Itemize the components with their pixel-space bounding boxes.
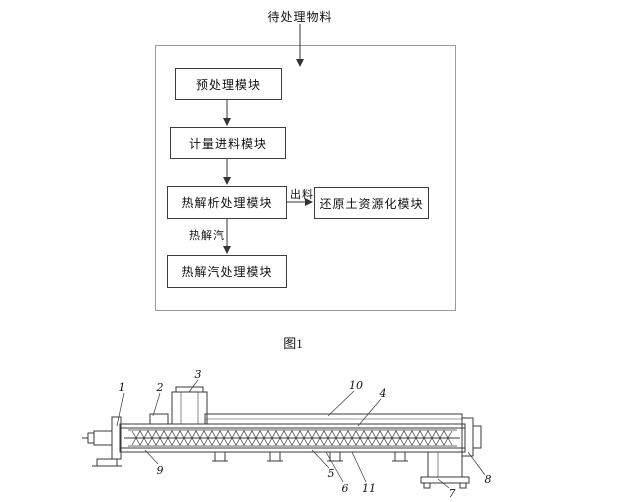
right-discharge-assembly — [420, 417, 482, 489]
screw-auger — [124, 429, 460, 447]
part-label-9: 9 — [157, 464, 164, 477]
part-numbers: 1 2 3 10 4 9 5 6 11 7 8 — [119, 368, 492, 500]
flowchart-outer-frame — [155, 45, 456, 311]
arrow-label-discharge: 出料 — [290, 189, 314, 201]
flowchart-input-label: 待处理物料 — [267, 10, 333, 24]
left-drive-assembly — [82, 416, 122, 467]
figure1-caption: 图1 — [283, 336, 303, 351]
part-label-1: 1 — [119, 381, 126, 394]
machine-body-shell — [119, 413, 466, 453]
machine-drawing — [82, 379, 486, 489]
part-label-10: 10 — [349, 379, 363, 392]
arrow-label-pyrolysis-vapor: 热解汽 — [189, 230, 225, 242]
part-label-7: 7 — [449, 487, 456, 500]
part-label-11: 11 — [362, 482, 376, 495]
part-label-2: 2 — [156, 381, 164, 394]
flowchart-box-pretreatment: 预处理模块 — [175, 68, 282, 100]
support-feet — [212, 451, 408, 462]
flowchart-box-soil-recycling: 还原土资源化模块 — [314, 187, 429, 219]
flowchart-arrows — [223, 24, 313, 254]
part-label-6: 6 — [342, 482, 349, 495]
flowchart-box-metering-feed: 计量进料模块 — [170, 127, 286, 159]
flowchart-box-vapor-treatment: 热解汽处理模块 — [167, 255, 287, 288]
feed-hopper — [171, 386, 208, 425]
part-label-3: 3 — [195, 368, 202, 381]
flowchart-box-pyrolysis: 热解析处理模块 — [167, 186, 287, 219]
leader-lines — [116, 379, 486, 489]
part-label-4: 4 — [379, 387, 387, 400]
part-label-5: 5 — [328, 467, 335, 480]
part-label-8: 8 — [485, 473, 492, 486]
